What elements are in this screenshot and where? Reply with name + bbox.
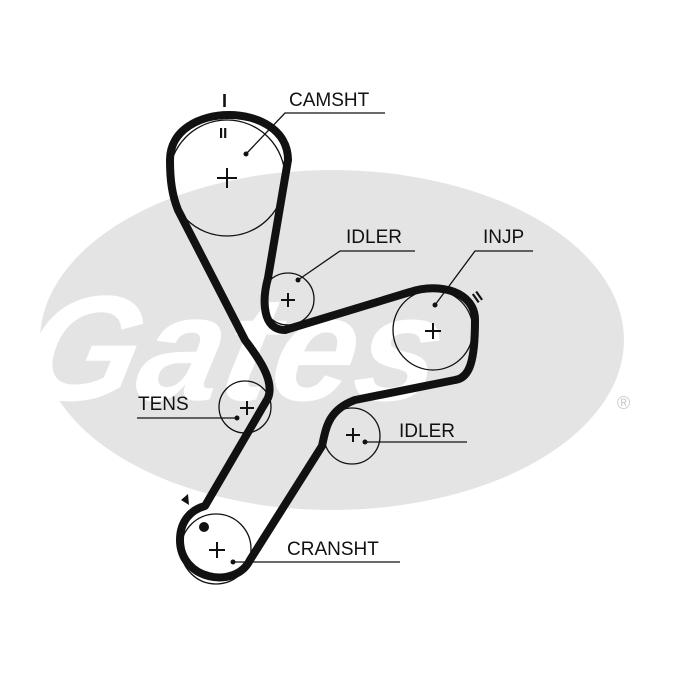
- camshaft-leader: [245, 112, 385, 155]
- idler-upper-center-mark: [281, 293, 295, 307]
- crank-timing-arrow: [181, 494, 189, 505]
- crankshaft-center-mark: [209, 542, 225, 558]
- injp-center-mark: [425, 323, 441, 339]
- injp-leader: [434, 250, 533, 306]
- camshaft-center-mark: [217, 168, 237, 188]
- watermark-ellipse: [40, 170, 624, 510]
- watermark-registered-mark: ®: [617, 393, 630, 413]
- watermark-brand: Gates: [8, 266, 460, 433]
- label-injection-pump: INJP: [483, 227, 524, 248]
- center-marks: [209, 168, 441, 558]
- label-idler-upper: IDLER: [346, 227, 402, 248]
- leader-lines: [137, 112, 533, 563]
- cam-top-timing-mark: I: [222, 91, 227, 111]
- label-camshaft: CAMSHT: [289, 90, 370, 111]
- label-tensioner: TENS: [138, 394, 189, 415]
- timing-belt: [166, 111, 479, 582]
- cam-inner-timing-mark: II: [219, 125, 227, 142]
- idler-lower-center-mark: [346, 428, 360, 442]
- label-crankshaft: CRANSHT: [287, 539, 379, 560]
- tensioner-center-mark: [240, 401, 254, 415]
- idler-upper-leader: [297, 250, 415, 281]
- gates-watermark: Gates ®: [8, 170, 630, 510]
- label-idler-lower: IDLER: [399, 421, 455, 442]
- leader-dots: [230, 151, 438, 565]
- crank-timing-dot: [199, 522, 209, 532]
